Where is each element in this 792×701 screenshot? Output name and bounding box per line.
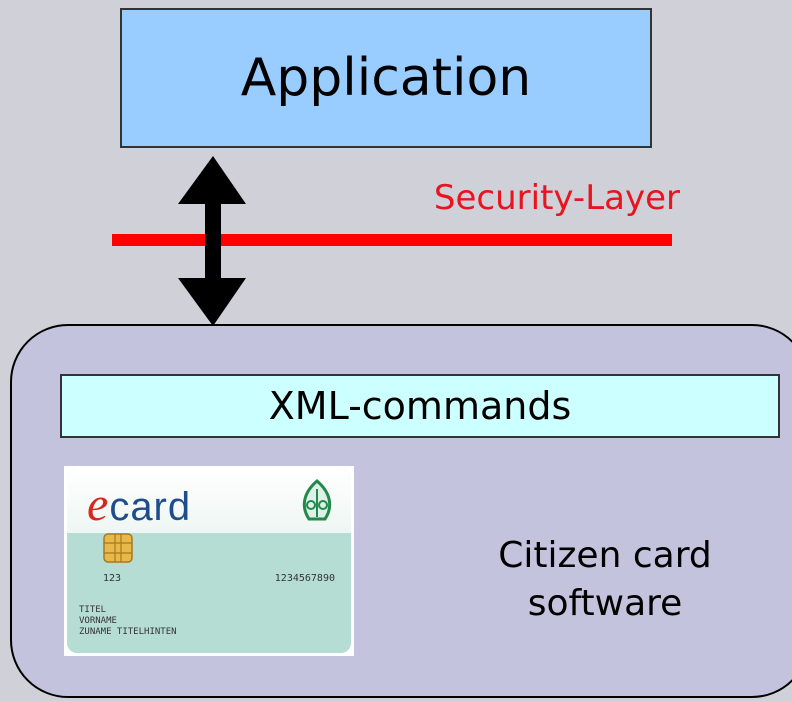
- xml-commands-label: XML-commands: [268, 384, 572, 428]
- ecard-image: ecard 123 1234567890 TITEL VORNAME ZUNAM…: [64, 466, 354, 656]
- ecard-logo: ecard: [87, 478, 192, 531]
- card-line-surname: ZUNAME TITELHINTEN: [79, 627, 177, 637]
- citizen-card-software-label: Citizen card software: [440, 532, 770, 628]
- application-box: Application: [120, 8, 652, 148]
- card-line-firstname: VORNAME: [79, 616, 117, 626]
- application-label: Application: [240, 48, 532, 108]
- social-insurance-logo-icon: [302, 479, 332, 521]
- card-holder-lines: TITEL VORNAME ZUNAME TITELHINTEN: [79, 605, 177, 638]
- security-layer-label: Security-Layer: [433, 178, 680, 218]
- citizen-card-software-line1: Citizen card: [498, 535, 712, 576]
- card-line-title: TITEL: [79, 605, 107, 615]
- double-arrow-icon: [178, 156, 246, 326]
- security-layer-line: [112, 234, 672, 246]
- xml-commands-box: XML-commands: [60, 374, 780, 438]
- chip-icon: [103, 533, 133, 563]
- card-long-number: 1234567890: [274, 573, 335, 584]
- ecard-face: ecard 123 1234567890 TITEL VORNAME ZUNAM…: [67, 469, 351, 653]
- card-short-number: 123: [103, 573, 122, 584]
- citizen-card-software-line2: software: [527, 583, 683, 624]
